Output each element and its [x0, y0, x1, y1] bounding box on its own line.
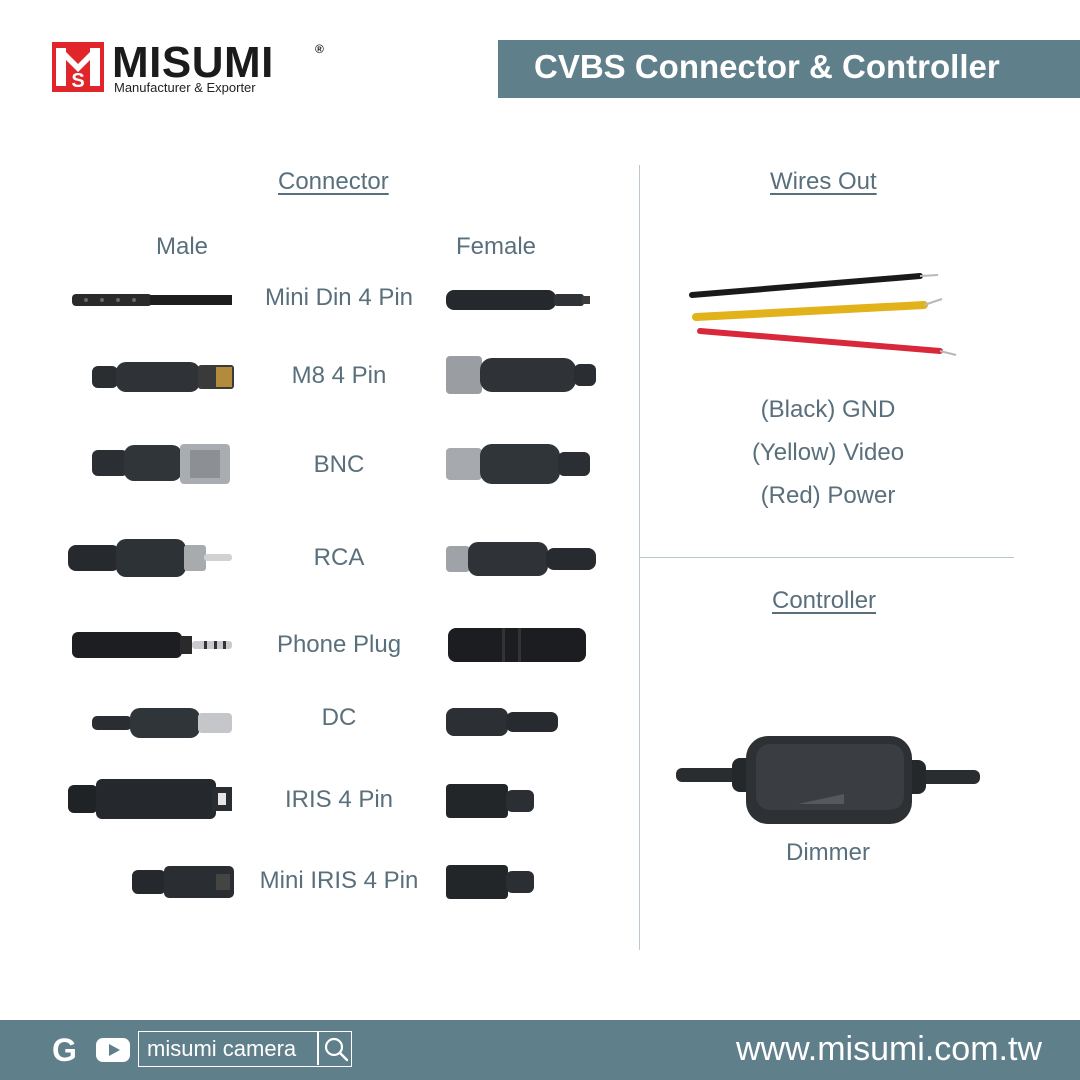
m8-male-image: [92, 362, 234, 392]
website-link[interactable]: www.misumi.com.tw: [735, 1030, 1042, 1068]
wires-out-heading: Wires Out: [770, 168, 877, 195]
connector-heading: Connector: [278, 168, 389, 195]
m8-female-image: [446, 356, 596, 394]
youtube-icon[interactable]: [96, 1038, 130, 1062]
mini-iris-female-image: [446, 865, 534, 899]
connector-label-mini-din: Mini Din 4 Pin: [264, 284, 414, 311]
wire-label-black: (Black) GND: [760, 396, 896, 423]
connector-label-iris: IRIS 4 Pin: [284, 786, 394, 813]
iris-male-image: [68, 779, 232, 819]
search-text: misumi camera: [147, 1036, 297, 1061]
controller-heading: Controller: [772, 587, 877, 614]
svg-text:S: S: [71, 70, 84, 92]
brand-name: MISUMI: [112, 38, 274, 87]
bnc-female-image: [446, 444, 590, 484]
wire-label-yellow: (Yellow) Video: [751, 439, 905, 466]
mini-iris-male-image: [132, 866, 234, 898]
search-box[interactable]: misumi camera: [138, 1031, 352, 1067]
wire-label-red: (Red) Power: [760, 482, 896, 509]
wires-image: [689, 273, 957, 356]
female-column-heading: Female: [456, 233, 537, 260]
title-banner: CVBS Connector & Controller: [498, 40, 1080, 98]
phone-plug-female-image: [448, 628, 586, 662]
phone-plug-male-image: [72, 632, 232, 658]
connector-label-bnc: BNC: [313, 451, 365, 478]
brand-logo: S MISUMI ® Manufacturer & Exporter: [52, 38, 324, 98]
connector-label-dc: DC: [321, 704, 357, 731]
bnc-male-image: [92, 444, 230, 484]
google-icon[interactable]: G: [52, 1032, 77, 1068]
misumi-logo-icon: S: [52, 42, 104, 92]
registered-mark: ®: [315, 42, 324, 56]
dc-female-image: [446, 708, 558, 736]
connector-label-m8: M8 4 Pin: [291, 362, 387, 389]
connector-label-mini-iris: Mini IRIS 4 Pin: [259, 867, 419, 894]
mini-din-female-image: [446, 290, 590, 310]
male-column-heading: Male: [156, 233, 209, 260]
search-icon[interactable]: [321, 1034, 351, 1064]
iris-female-image: [446, 784, 534, 818]
horizontal-divider: [640, 557, 1014, 558]
dc-male-image: [92, 708, 232, 738]
search-divider: [317, 1032, 319, 1065]
vertical-divider: [639, 165, 640, 950]
dimmer-image: [676, 736, 980, 824]
footer-bar: G misumi camera www.misumi.com.tw: [0, 1020, 1080, 1080]
brand-tagline: Manufacturer & Exporter: [114, 80, 256, 95]
page-title: CVBS Connector & Controller: [534, 48, 1000, 85]
connector-label-phone-plug: Phone Plug: [276, 631, 402, 658]
controller-label-dimmer: Dimmer: [786, 839, 870, 866]
connector-label-rca: RCA: [313, 544, 365, 571]
rca-female-image: [446, 542, 596, 576]
mini-din-male-image: [72, 294, 232, 306]
rca-male-image: [68, 539, 232, 577]
